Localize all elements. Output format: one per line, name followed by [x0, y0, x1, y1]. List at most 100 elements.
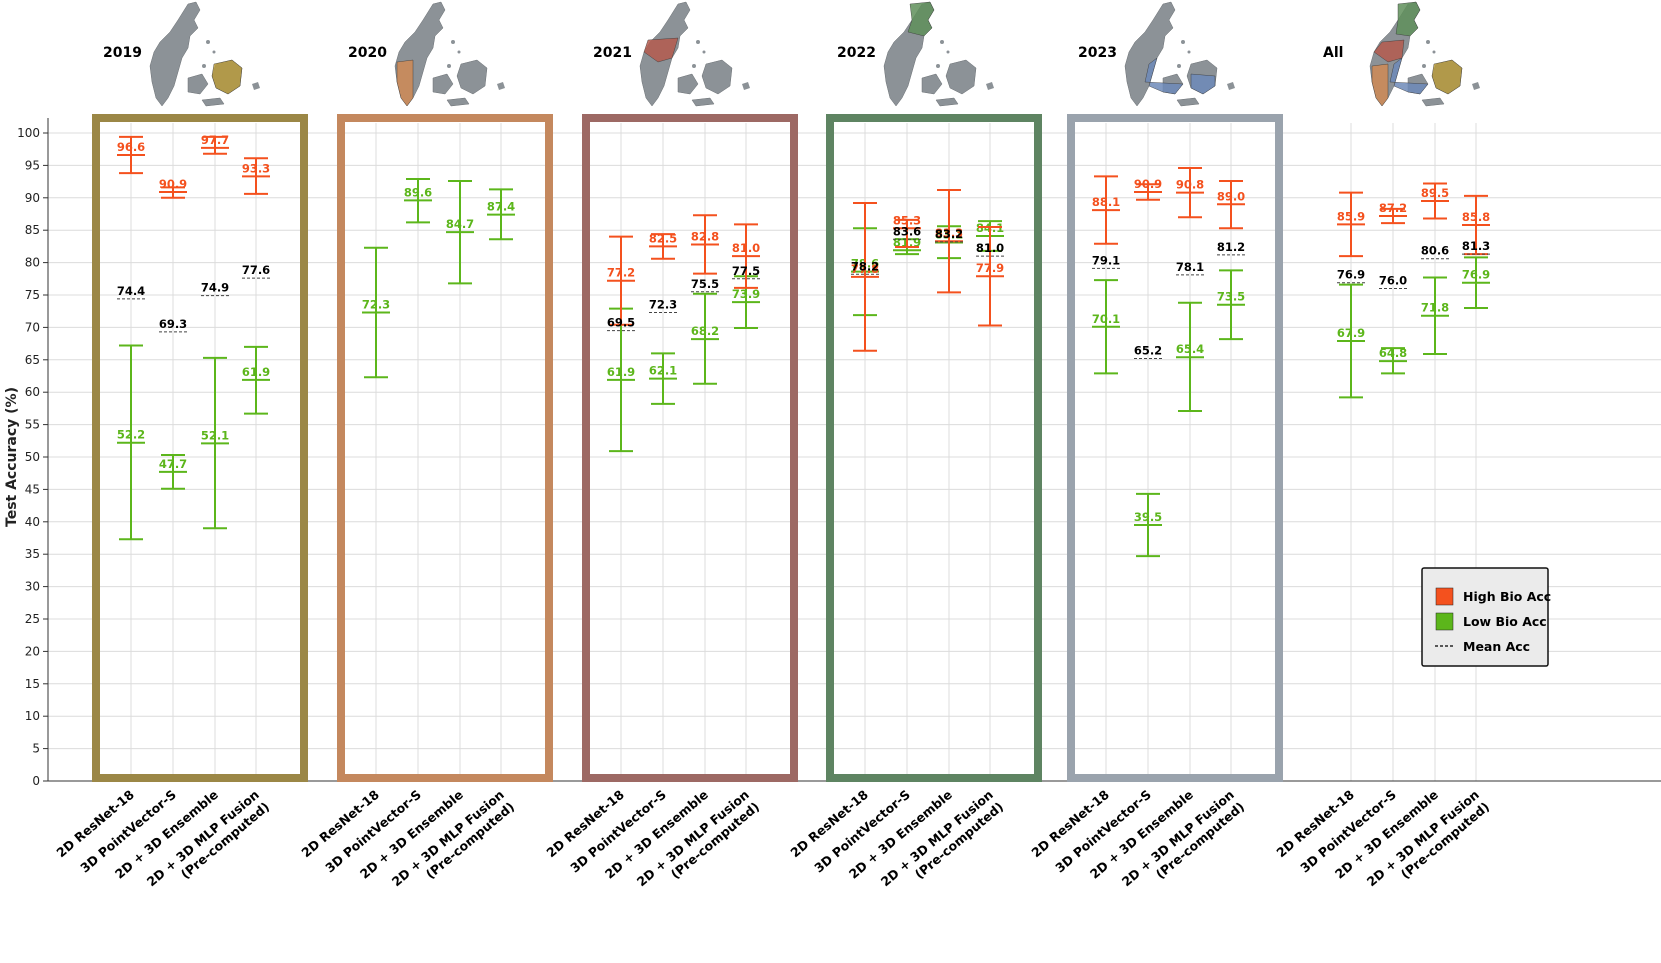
mean-value-label: 79.1 — [1092, 253, 1120, 267]
map-island — [1181, 40, 1185, 44]
map-lolland — [1176, 97, 1200, 107]
high-value-label: 90.9 — [1134, 177, 1162, 191]
mean-value-label: 76.0 — [1379, 274, 1407, 288]
y-tick-label: 95 — [25, 158, 40, 172]
group-frame — [582, 114, 798, 782]
low-value-label: 73.5 — [1217, 290, 1245, 304]
y-tick-label: 65 — [25, 353, 40, 367]
y-tick-label: 50 — [25, 450, 40, 464]
mean-value-label: 65.2 — [1134, 344, 1162, 358]
map-highlight-north — [1395, 1, 1421, 37]
low-value-label: 70.1 — [1092, 312, 1120, 326]
y-tick-label: 35 — [25, 547, 40, 561]
y-tick-label: 45 — [25, 482, 40, 496]
y-tick-label: 30 — [25, 580, 40, 594]
high-value-label: 87.2 — [1379, 201, 1407, 215]
high-value-label: 81.0 — [732, 241, 760, 255]
legend-swatch-high — [1435, 587, 1454, 606]
mean-value-label: 75.5 — [691, 277, 719, 291]
high-value-label: 89.5 — [1421, 186, 1449, 200]
map-island — [451, 40, 455, 44]
mean-value-label: 69.3 — [159, 317, 187, 331]
map-highlight — [643, 37, 679, 63]
map-jutland — [149, 1, 201, 107]
group-frame — [92, 114, 308, 782]
legend-label-high: High Bio Acc — [1463, 589, 1551, 604]
high-value-label: 82.5 — [649, 231, 677, 245]
high-value-label: 83.3 — [935, 226, 963, 240]
high-value-label: 93.3 — [242, 161, 270, 175]
group-frame — [826, 114, 1042, 782]
map-highlight-center — [1373, 39, 1405, 63]
map-island — [206, 40, 210, 44]
map-lolland — [935, 97, 959, 107]
denmark-map — [883, 1, 994, 107]
map-bornholm — [1472, 82, 1480, 90]
low-value-label: 61.9 — [242, 365, 270, 379]
group-2022: 202278.677.878.22D ResNet-1881.985.383.6… — [787, 1, 1042, 889]
low-value-label: 76.9 — [1462, 268, 1490, 282]
y-tick-label: 60 — [25, 385, 40, 399]
mean-value-label: 81.0 — [976, 241, 1004, 255]
low-value-label: 84.7 — [446, 217, 474, 231]
map-island — [692, 64, 696, 68]
y-tick-label: 5 — [32, 742, 40, 756]
y-tick-label: 85 — [25, 223, 40, 237]
map-bornholm — [742, 82, 750, 90]
map-bornholm — [497, 82, 505, 90]
mean-value-label: 81.2 — [1217, 240, 1245, 254]
map-lolland — [446, 97, 470, 107]
y-tick-label: 90 — [25, 191, 40, 205]
low-value-label: 52.1 — [201, 428, 229, 442]
low-value-label: 47.7 — [159, 457, 187, 471]
mean-value-label: 80.6 — [1421, 244, 1449, 258]
map-highlight-east — [1431, 59, 1463, 95]
mean-value-label: 81.3 — [1462, 239, 1490, 253]
high-value-label: 77.9 — [976, 261, 1004, 275]
method-entry: 52.197.774.92D + 3D Ensemble — [112, 133, 229, 882]
group-title: 2022 — [837, 45, 876, 61]
mean-value-label: 72.3 — [649, 297, 677, 311]
y-tick-label: 20 — [25, 644, 40, 658]
map-highlight — [211, 59, 243, 95]
map-funen — [187, 73, 209, 95]
map-highlight — [907, 1, 935, 37]
map-funen — [921, 73, 943, 95]
low-value-label: 61.9 — [607, 365, 635, 379]
mean-value-label: 83.2 — [935, 227, 963, 241]
low-value-label: 62.1 — [649, 364, 677, 378]
mean-value-label: 74.9 — [201, 281, 229, 295]
map-island — [936, 64, 940, 68]
high-value-label: 77.8 — [851, 262, 879, 276]
mean-value-label: 77.6 — [242, 263, 270, 277]
group-title: All — [1323, 45, 1343, 61]
map-funen — [432, 73, 454, 95]
map-highlight-west — [1371, 63, 1389, 107]
denmark-map — [1124, 1, 1235, 107]
mean-value-label: 76.9 — [1337, 268, 1365, 282]
high-value-label: 90.8 — [1176, 178, 1204, 192]
high-value-label: 85.8 — [1462, 210, 1490, 224]
map-lolland — [691, 97, 715, 107]
high-value-label: 97.7 — [201, 133, 229, 147]
map-zealand — [945, 59, 977, 95]
high-value-label: 77.2 — [607, 266, 635, 280]
low-value-label: 72.3 — [362, 297, 390, 311]
low-value-label: 71.8 — [1421, 301, 1449, 315]
group-frame — [1067, 114, 1283, 782]
low-value-label: 89.6 — [404, 185, 432, 199]
y-tick-label: 75 — [25, 288, 40, 302]
group-title: 2020 — [348, 45, 387, 61]
map-island — [457, 50, 461, 54]
map-island — [696, 40, 700, 44]
y-tick-label: 70 — [25, 320, 40, 334]
y-tick-label: 40 — [25, 515, 40, 529]
method-entry: 64.887.276.03D PointVector-S — [1297, 201, 1407, 876]
high-value-label: 85.9 — [1337, 209, 1365, 223]
